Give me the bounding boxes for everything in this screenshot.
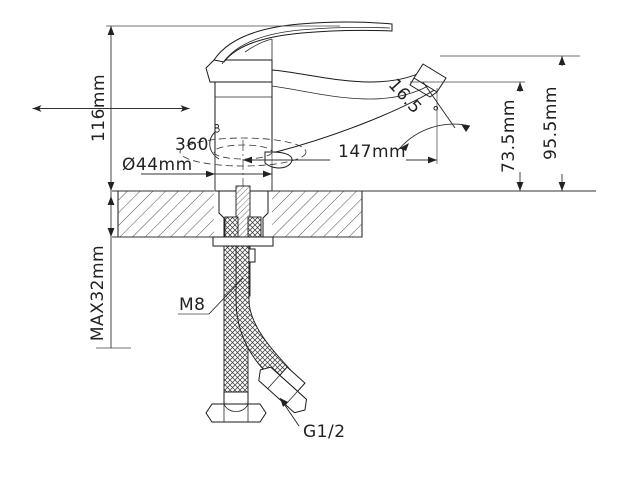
arrowhead-max32-top bbox=[107, 196, 115, 205]
callout-g12: G1/2 bbox=[279, 397, 346, 442]
label-thread-m8: M8 bbox=[179, 295, 205, 315]
arrowhead-dia-left bbox=[206, 170, 215, 178]
label-spout-angle-symbol: ° bbox=[432, 103, 440, 121]
arrowhead-angle-start bbox=[400, 143, 409, 151]
label-height-95-5: 95.5mm bbox=[541, 86, 561, 160]
aerator-nozzle bbox=[409, 77, 438, 98]
hose-upper-left-segment bbox=[224, 216, 239, 240]
dimension-height-116: 116mm bbox=[32, 25, 340, 191]
label-height-116: 116mm bbox=[89, 74, 109, 142]
lever-handle-arm bbox=[213, 21, 393, 63]
label-backing-147 bbox=[330, 140, 406, 162]
label-backing-95-5 bbox=[547, 66, 569, 174]
branch-nut-group bbox=[258, 366, 308, 414]
arrowhead-147-left bbox=[243, 156, 252, 164]
countertop-section bbox=[112, 190, 596, 238]
spout-inner-curve bbox=[271, 85, 429, 100]
label-height-73-5: 73.5mm bbox=[499, 99, 519, 173]
lever-handle-highlight bbox=[244, 38, 273, 53]
label-base-diameter: Ø44mm bbox=[122, 155, 193, 175]
arrowhead-max32-bottom bbox=[107, 228, 115, 237]
label-backing-73-5 bbox=[505, 92, 527, 172]
arrowhead-73-5-top bbox=[516, 82, 524, 91]
mounting-washer-plate bbox=[212, 236, 274, 247]
arrowhead-147-right bbox=[428, 156, 437, 164]
arrowhead-g12 bbox=[280, 398, 288, 407]
dimension-max-32: MAX32mm bbox=[88, 191, 131, 349]
dimension-height-73-5: 73.5mm bbox=[410, 81, 527, 191]
dimension-swivel-360: 360 ° bbox=[175, 121, 221, 155]
hex-nut-curve bbox=[223, 403, 249, 412]
angle-ref-line-tilted bbox=[422, 81, 456, 129]
lever-handle-inner-edge bbox=[221, 27, 391, 65]
arrowhead-95-5-bottom bbox=[558, 182, 566, 191]
arrowhead-73-5-bottom bbox=[516, 182, 524, 191]
swivel-pivot-marker bbox=[214, 127, 220, 133]
callout-m8: M8 bbox=[178, 277, 244, 315]
arrowhead-95-5-top bbox=[558, 56, 566, 65]
arrowhead-angle-end bbox=[461, 124, 470, 132]
arrowhead-116-bottom bbox=[107, 182, 115, 191]
label-swivel-360: 360 bbox=[175, 135, 209, 155]
label-reach-147: 147mm bbox=[338, 142, 406, 162]
arrowhead-dia-right bbox=[263, 170, 272, 178]
dimension-reach-147: 147mm bbox=[243, 88, 438, 164]
handle-base-block bbox=[205, 59, 273, 83]
hose-main-ferrule bbox=[223, 391, 249, 405]
label-swivel-degree-symbol: ° bbox=[213, 121, 221, 139]
leader-line-m8 bbox=[208, 277, 244, 315]
swivel-arc-leader bbox=[209, 131, 220, 160]
dimension-base-diameter: Ø44mm bbox=[122, 140, 273, 191]
arrowhead-116-top bbox=[107, 26, 115, 35]
hose-main-hex-nut bbox=[205, 403, 267, 423]
angle-arc-16-5 bbox=[399, 123, 471, 149]
hose-upper-right-segment bbox=[247, 216, 262, 240]
label-thread-g12: G1/2 bbox=[303, 422, 346, 442]
branch-nut-facet-left bbox=[267, 374, 281, 389]
label-max-32: MAX32mm bbox=[88, 245, 108, 341]
dimension-height-95-5: 95.5mm bbox=[440, 55, 580, 191]
hose-branch-hex-nut bbox=[258, 366, 308, 414]
